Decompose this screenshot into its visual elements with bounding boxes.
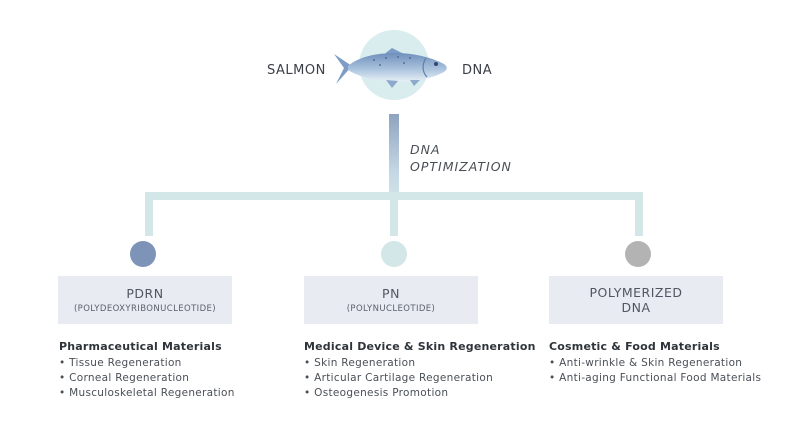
list-item: • Tissue Regeneration bbox=[59, 357, 182, 369]
pdrn-name: PDRN bbox=[126, 286, 164, 301]
pdrn-applications: Pharmaceutical Materials • Tissue Regene… bbox=[59, 340, 309, 401]
pn-box: PN (POLYNUCLEOTIDE) bbox=[304, 276, 478, 324]
optimization-line-1: DNA bbox=[410, 142, 441, 157]
salmon-label: SALMON bbox=[267, 63, 326, 78]
list-item: • Skin Regeneration bbox=[304, 357, 416, 369]
pdrn-category: Pharmaceutical Materials bbox=[59, 340, 222, 353]
polymerized-dna-category: Cosmetic & Food Materials bbox=[549, 340, 720, 353]
pdrn-full-name: (POLYDEOXYRIBONUCLEOTIDE) bbox=[73, 304, 217, 314]
optimization-line-2: OPTIMIZATION bbox=[410, 159, 512, 174]
pdrn-node-dot bbox=[130, 241, 156, 267]
polymerized-dna-name-line-2: DNA bbox=[621, 300, 651, 315]
pdrn-box: PDRN (POLYDEOXYRIBONUCLEOTIDE) bbox=[58, 276, 232, 324]
branch-right-connector bbox=[635, 192, 643, 236]
dna-label: DNA bbox=[462, 63, 493, 78]
salmon-fish-icon bbox=[334, 48, 447, 88]
pn-category: Medical Device & Skin Regeneration bbox=[304, 340, 536, 353]
list-item: • Articular Cartilage Regeneration bbox=[304, 372, 494, 384]
pn-node-dot bbox=[381, 241, 407, 267]
list-item: • Musculoskeletal Regeneration bbox=[59, 387, 235, 399]
polymerized-dna-node-dot bbox=[625, 241, 651, 267]
list-item: • Osteogenesis Promotion bbox=[304, 387, 449, 399]
pn-applications: Medical Device & Skin Regeneration • Ski… bbox=[304, 340, 554, 401]
polymerized-dna-applications: Cosmetic & Food Materials • Anti-wrinkle… bbox=[549, 340, 799, 386]
polymerized-dna-box: POLYMERIZED DNA bbox=[549, 276, 723, 324]
pn-full-name: (POLYNUCLEOTIDE) bbox=[346, 304, 436, 314]
dna-optimization-label: DNA OPTIMIZATION bbox=[410, 141, 512, 175]
list-item: • Anti-aging Functional Food Materials bbox=[549, 372, 762, 384]
pn-name: PN bbox=[382, 286, 400, 301]
list-item: • Anti-wrinkle & Skin Regeneration bbox=[549, 357, 743, 369]
branch-left-connector bbox=[145, 192, 153, 236]
branch-center-connector bbox=[390, 192, 398, 236]
polymerized-dna-name-line-1: POLYMERIZED bbox=[589, 285, 683, 300]
optimization-connector bbox=[389, 114, 399, 198]
list-item: • Corneal Regeneration bbox=[59, 372, 190, 384]
